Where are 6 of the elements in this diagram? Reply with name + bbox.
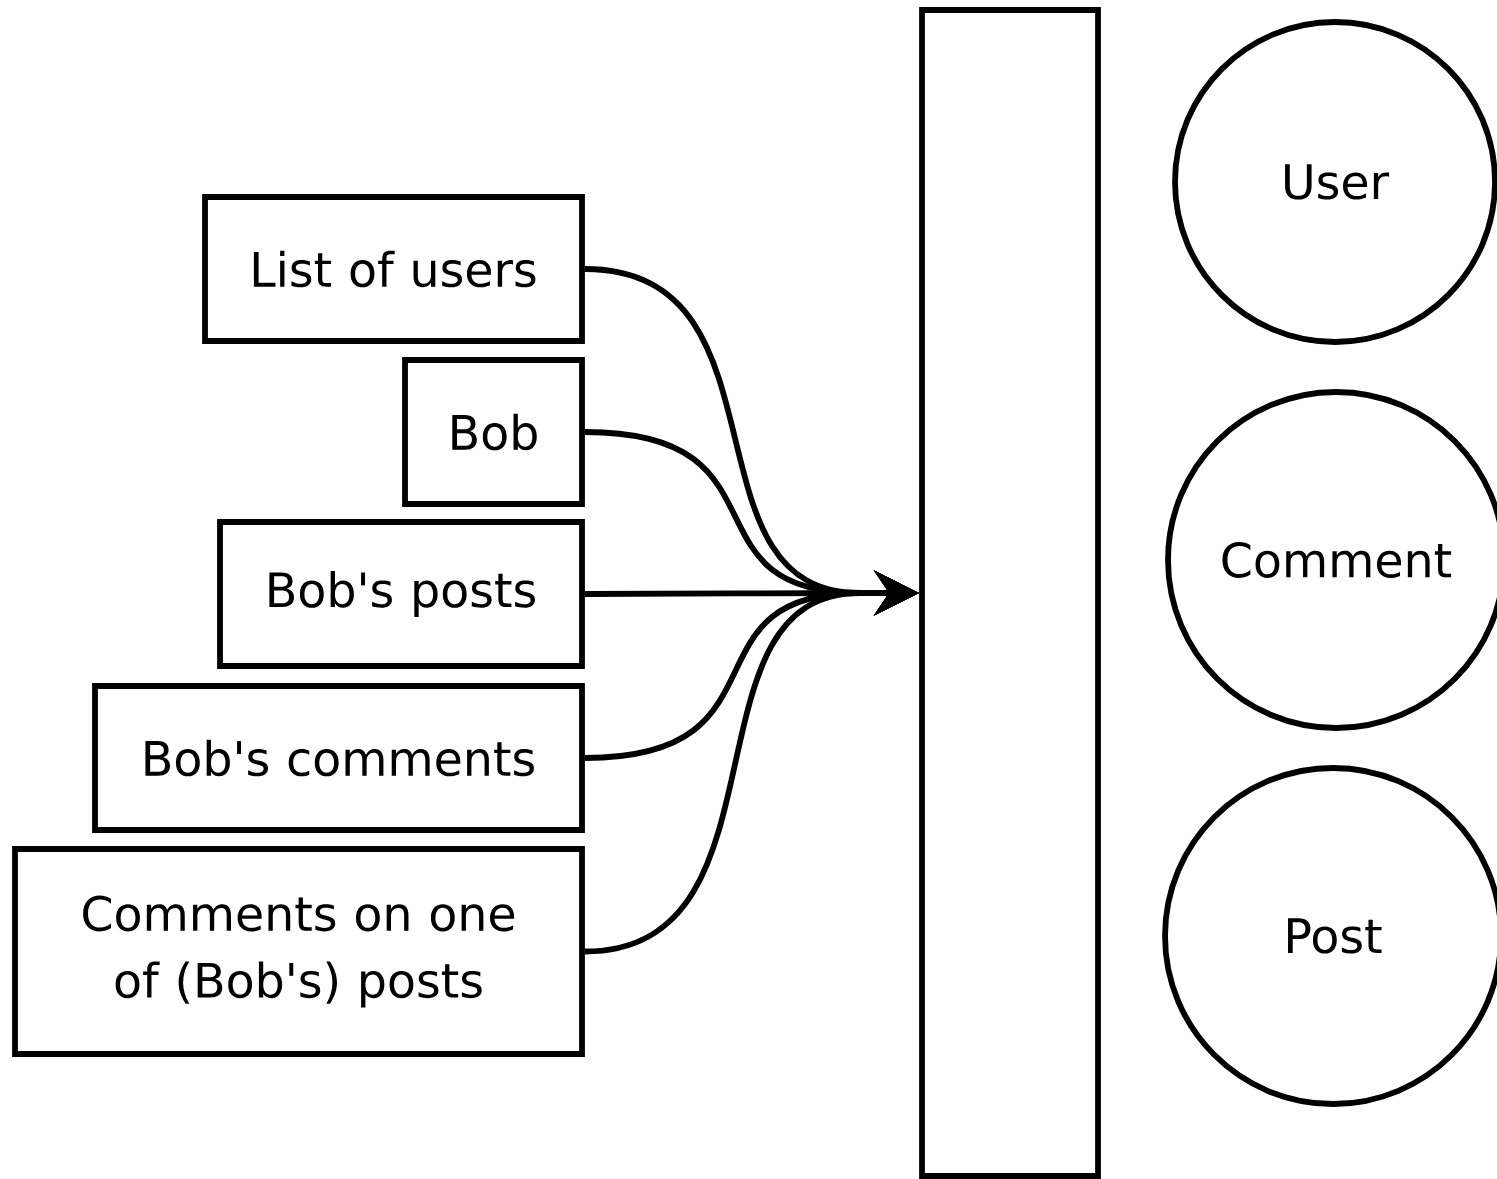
process-box: Bob	[402, 357, 585, 507]
process-box: Comments on one of (Bob's) posts	[12, 846, 585, 1057]
process-box: List of users	[202, 194, 585, 344]
tall-box	[919, 7, 1101, 1179]
process-box: Bob's posts	[217, 519, 585, 669]
process-box: Bob's comments	[92, 683, 585, 833]
